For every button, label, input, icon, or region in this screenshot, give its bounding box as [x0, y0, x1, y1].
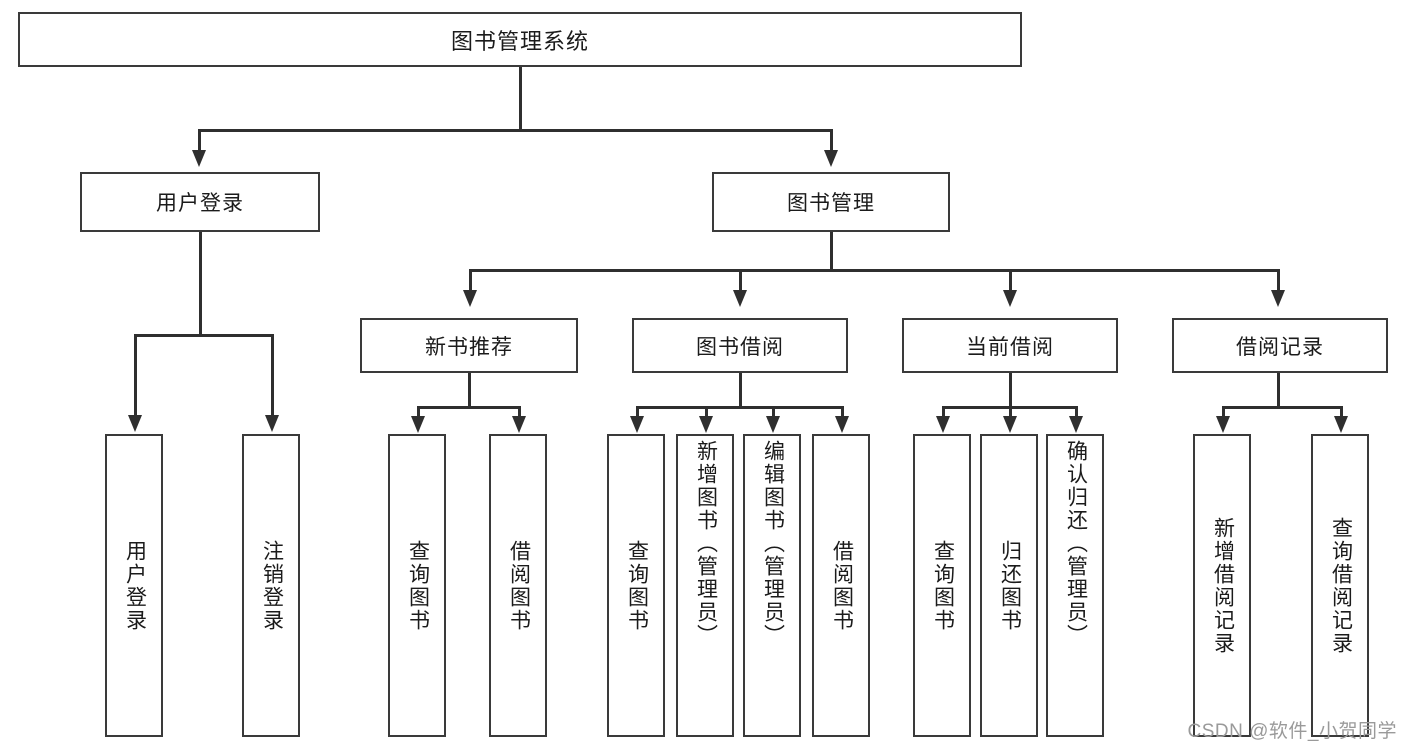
arrow-to-leaf-borrow-book-1 [512, 416, 526, 433]
arrow-to-leaf-confirm-return [1069, 416, 1083, 433]
connector-root-to-user-login [198, 129, 201, 152]
connector-current-borrow-drop-2 [1009, 406, 1012, 418]
connector-book-borrow-bus [636, 406, 843, 409]
leaf-label: 借阅图书 [507, 539, 531, 632]
leaf-borrow-book[interactable]: 借阅图书 [812, 434, 870, 737]
arrow-to-leaf-logout-login [265, 415, 279, 432]
arrow-to-new-book-recommend [463, 290, 477, 307]
connector-user-login-bus [134, 334, 272, 337]
arrow-to-leaf-borrow-book-2 [835, 416, 849, 433]
node-label: 新书推荐 [425, 335, 513, 359]
connector-current-borrow-stem [1009, 373, 1012, 408]
node-book-borrow[interactable]: 图书借阅 [632, 318, 848, 373]
connector-user-login-left-drop [134, 334, 137, 417]
connector-to-borrow-record [1277, 269, 1280, 292]
node-label: 图书借阅 [696, 335, 784, 359]
connector-book-borrow-stem [739, 373, 742, 408]
connector-book-borrow-drop-3 [772, 406, 775, 418]
leaf-logout-login[interactable]: 注销登录 [242, 434, 300, 737]
connector-book-borrow-drop-4 [841, 406, 844, 418]
leaf-query-book-current[interactable]: 查询图书 [913, 434, 971, 737]
connector-level3-bus [469, 269, 1279, 272]
connector-to-new-book-recommend [469, 269, 472, 292]
leaf-label: 借阅图书 [830, 539, 854, 632]
leaf-borrow-book-recommend[interactable]: 借阅图书 [489, 434, 547, 737]
leaf-label: 注销登录 [260, 539, 284, 632]
connector-book-manage-stem [830, 232, 833, 271]
node-borrow-record[interactable]: 借阅记录 [1172, 318, 1388, 373]
arrow-to-borrow-record [1271, 290, 1285, 307]
leaf-label: 编辑图书（管理员） [761, 440, 785, 647]
node-current-borrow[interactable]: 当前借阅 [902, 318, 1118, 373]
leaf-user-login[interactable]: 用户登录 [105, 434, 163, 737]
leaf-label: 用户登录 [123, 539, 147, 632]
node-root-book-management-system[interactable]: 图书管理系统 [18, 12, 1022, 67]
connector-borrow-record-drop-1 [1222, 406, 1225, 418]
connector-borrow-record-drop-2 [1340, 406, 1343, 418]
node-label: 图书管理 [787, 192, 875, 215]
connector-current-borrow-drop-3 [1075, 406, 1078, 418]
node-label: 当前借阅 [966, 335, 1054, 359]
arrow-to-book-borrow [733, 290, 747, 307]
arrow-root-to-user-login [192, 150, 206, 167]
connector-borrow-record-stem [1277, 373, 1280, 408]
arrow-to-leaf-query-book-3 [936, 416, 950, 433]
node-new-book-recommend[interactable]: 新书推荐 [360, 318, 578, 373]
node-label: 用户登录 [156, 192, 244, 215]
leaf-return-book[interactable]: 归还图书 [980, 434, 1038, 737]
arrow-to-leaf-add-record [1216, 416, 1230, 433]
arrow-to-leaf-add-book [699, 416, 713, 433]
node-user-login[interactable]: 用户登录 [80, 172, 320, 232]
connector-borrow-record-bus [1222, 406, 1342, 409]
arrow-to-current-borrow [1003, 290, 1017, 307]
connector-new-book-drop-1 [417, 406, 420, 418]
connector-user-login-right-drop [271, 334, 274, 417]
leaf-query-book-borrow[interactable]: 查询图书 [607, 434, 665, 737]
arrow-to-leaf-return-book [1003, 416, 1017, 433]
node-label: 图书管理系统 [450, 28, 589, 54]
connector-new-book-stem [468, 373, 471, 408]
node-label: 借阅记录 [1236, 335, 1324, 359]
connector-book-borrow-drop-2 [705, 406, 708, 418]
connector-user-login-stem [199, 232, 202, 335]
connector-to-current-borrow [1009, 269, 1012, 292]
leaf-query-book-recommend[interactable]: 查询图书 [388, 434, 446, 737]
connector-book-borrow-drop-1 [636, 406, 639, 418]
leaf-confirm-return-admin[interactable]: 确认归还（管理员） [1046, 434, 1104, 737]
leaf-label: 新增图书（管理员） [694, 440, 718, 647]
leaf-label: 新增借阅记录 [1211, 516, 1235, 655]
connector-new-book-bus [417, 406, 520, 409]
arrow-to-leaf-query-record [1334, 416, 1348, 433]
leaf-label: 查询图书 [625, 539, 649, 632]
connector-root-bus [198, 129, 832, 132]
leaf-label: 查询图书 [931, 539, 955, 632]
node-book-management[interactable]: 图书管理 [712, 172, 950, 232]
connector-current-borrow-drop-1 [942, 406, 945, 418]
arrow-to-leaf-edit-book [766, 416, 780, 433]
leaf-label: 查询图书 [406, 539, 430, 632]
leaf-label: 确认归还（管理员） [1064, 440, 1088, 647]
arrow-to-leaf-query-book-2 [630, 416, 644, 433]
arrow-root-to-book-manage [824, 150, 838, 167]
connector-new-book-drop-2 [518, 406, 521, 418]
leaf-label: 查询借阅记录 [1329, 516, 1353, 655]
leaf-edit-book-admin[interactable]: 编辑图书（管理员） [743, 434, 801, 737]
connector-root-stem [519, 67, 522, 130]
csdn-watermark: CSDN @软件_小贺同学 [1187, 721, 1397, 742]
connector-root-to-book-manage [830, 129, 833, 152]
leaf-query-borrow-record[interactable]: 查询借阅记录 [1311, 434, 1369, 737]
leaf-add-book-admin[interactable]: 新增图书（管理员） [676, 434, 734, 737]
arrow-to-leaf-query-book-1 [411, 416, 425, 433]
leaf-add-borrow-record[interactable]: 新增借阅记录 [1193, 434, 1251, 737]
arrow-to-leaf-user-login [128, 415, 142, 432]
connector-to-book-borrow [739, 269, 742, 292]
leaf-label: 归还图书 [998, 539, 1022, 632]
